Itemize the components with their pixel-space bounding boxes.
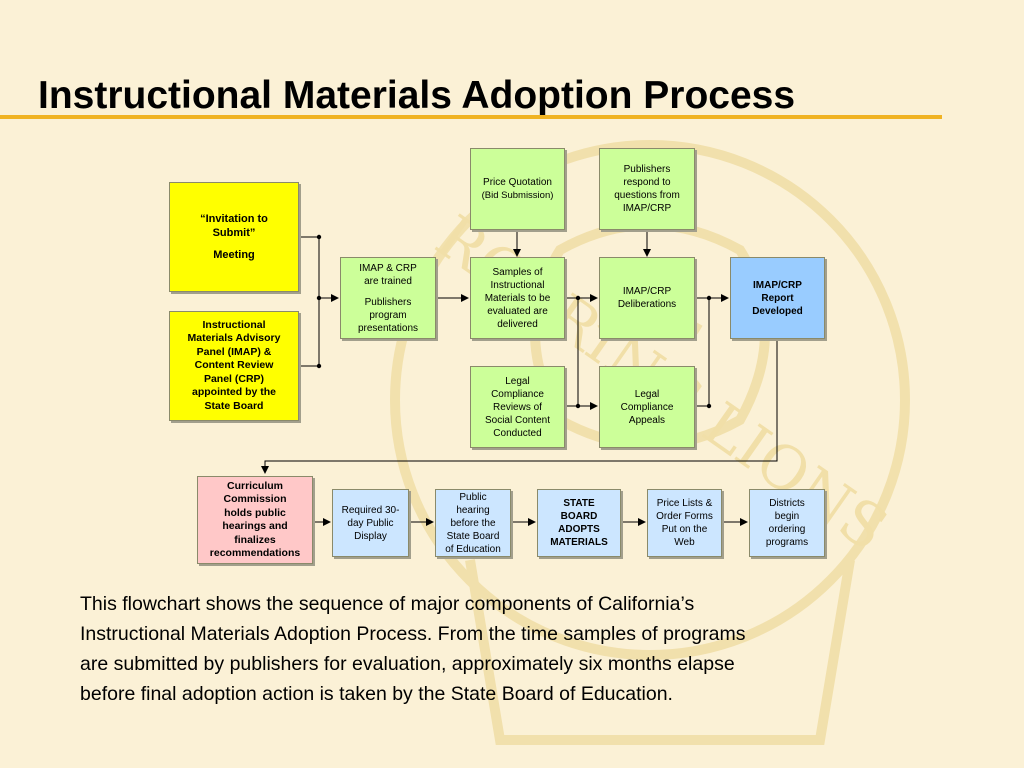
- price-quotation-label: Price Quotation: [483, 177, 552, 188]
- price-lists-web-box: Price Lists & Order Forms Put on the Web: [647, 489, 722, 557]
- imap-crp-deliberations-label: IMAP/CRP Deliberations: [617, 286, 677, 310]
- samples-delivered-box: Samples of Instructional Materials to be…: [470, 257, 565, 339]
- public-hearing-label: Public hearing before the State Board of…: [445, 491, 501, 555]
- imap-crp-trained-label: IMAP & CRP are trained: [359, 262, 417, 287]
- flowchart-caption: This flowchart shows the sequence of maj…: [80, 593, 746, 705]
- legal-compliance-appeals-label: Legal Compliance Appeals: [620, 388, 674, 426]
- imap-crp-appointed-label: Instructional Materials Advisory Panel (…: [187, 318, 281, 412]
- curriculum-commission-box: Curriculum Commission holds public heari…: [197, 476, 313, 564]
- legal-compliance-reviews-box: Legal Compliance Reviews of Social Conte…: [470, 366, 565, 448]
- legal-compliance-reviews-label: Legal Compliance Reviews of Social Conte…: [484, 375, 551, 439]
- invitation-label: “Invitation to Submit”: [200, 213, 268, 239]
- imap-crp-report-box: IMAP/CRP Report Developed: [730, 257, 825, 339]
- curriculum-commission-label: Curriculum Commission holds public heari…: [209, 479, 301, 560]
- invitation-to-submit-box: “Invitation to Submit” Meeting: [169, 182, 299, 292]
- legal-compliance-appeals-box: Legal Compliance Appeals: [599, 366, 695, 448]
- title-underline: [0, 115, 942, 119]
- price-quotation-box: Price Quotation (Bid Submission): [470, 148, 565, 230]
- slide-title: Instructional Materials Adoption Process: [38, 74, 796, 117]
- price-lists-web-label: Price Lists & Order Forms Put on the Web: [656, 498, 713, 548]
- imap-crp-trained-box: IMAP & CRP are trained Publishers progra…: [340, 257, 436, 339]
- imap-crp-report-label: IMAP/CRP Report Developed: [752, 279, 803, 317]
- publishers-presentations-label: Publishers program presentations: [357, 296, 419, 334]
- state-board-adopts-label: STATE BOARD ADOPTS MATERIALS: [550, 498, 608, 548]
- bid-submission-label: (Bid Submission): [481, 190, 554, 201]
- imap-crp-appointed-box: Instructional Materials Advisory Panel (…: [169, 311, 299, 421]
- public-hearing-box: Public hearing before the State Board of…: [435, 489, 511, 557]
- districts-ordering-label: Districts begin ordering programs: [765, 498, 809, 548]
- state-board-adopts-box: STATE BOARD ADOPTS MATERIALS: [537, 489, 621, 557]
- public-display-label: Required 30- day Public Display: [341, 504, 400, 542]
- districts-ordering-box: Districts begin ordering programs: [749, 489, 825, 557]
- publishers-respond-label: Publishers respond to questions from IMA…: [614, 164, 680, 214]
- publishers-respond-box: Publishers respond to questions from IMA…: [599, 148, 695, 230]
- meeting-label: Meeting: [213, 249, 255, 261]
- samples-delivered-label: Samples of Instructional Materials to be…: [484, 266, 551, 330]
- imap-crp-deliberations-box: IMAP/CRP Deliberations: [599, 257, 695, 339]
- public-display-box: Required 30- day Public Display: [332, 489, 409, 557]
